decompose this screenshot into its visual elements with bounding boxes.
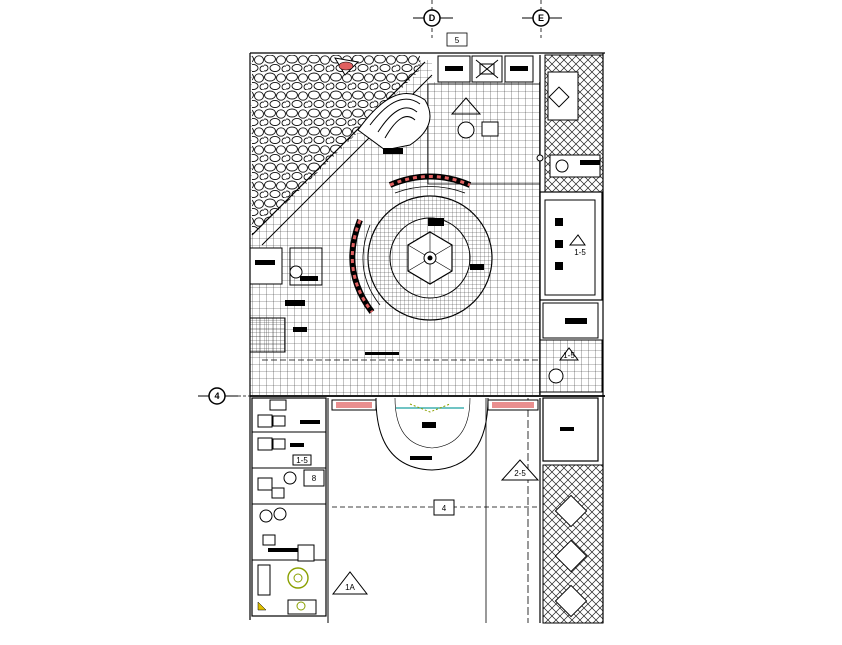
tag-label-plaza: 4	[442, 504, 447, 513]
office-block: 1-5 8	[251, 397, 327, 617]
axis-label-e: E	[538, 13, 544, 23]
axis-label-4: 4	[214, 391, 219, 401]
right-lower-zone	[542, 397, 604, 624]
axis-label-d: D	[429, 13, 436, 23]
central-circle	[367, 195, 493, 321]
tag-label-1a: 1A	[345, 583, 355, 592]
curved-stair	[357, 92, 431, 154]
tag-box-top	[446, 32, 468, 47]
court-area: 4 2-5 1A	[327, 397, 541, 623]
axis-bubble-e: E	[522, 0, 562, 38]
axis-bubble-4: 4	[198, 387, 252, 405]
tag-box-office: 8	[312, 474, 317, 483]
tag-label-right-lower: 1-5	[563, 351, 575, 360]
top-furniture-row	[437, 55, 534, 83]
tag-label-office: 1-5	[296, 456, 308, 465]
tag-label-court: 2-5	[514, 469, 526, 478]
curved-bench	[349, 173, 472, 314]
tag-label-right: 1-5	[574, 248, 586, 257]
right-hatched-strip: 1-5 1-5	[539, 54, 604, 393]
axis-bubble-d: D	[413, 0, 453, 38]
tag-label-top: 5	[455, 36, 460, 45]
